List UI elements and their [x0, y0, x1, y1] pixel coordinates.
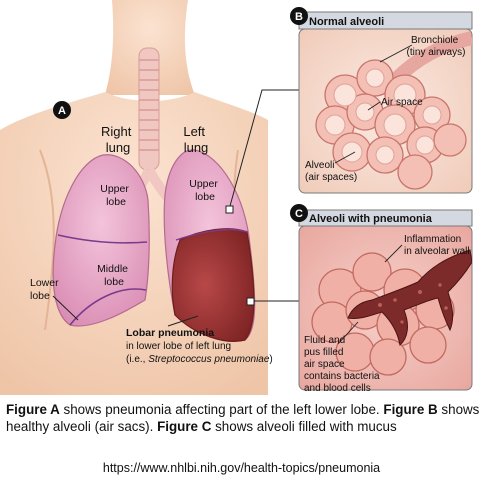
figure-a-badge-label: A [58, 105, 66, 117]
caption-fig-b-label: Figure B [383, 402, 438, 417]
figure-b-badge-label: B [295, 11, 303, 23]
right-lower-lobe-label: Lower lobe [30, 277, 62, 302]
figure-c-badge-label: C [295, 208, 303, 220]
fluid-pus-label: Fluid and pus filled air space contains … [304, 335, 382, 394]
left-upper-lobe-label: Upper lobe [189, 178, 221, 203]
normal-alveoli-title: Normal alveoli [309, 16, 384, 28]
right-lung-label: Right lung [101, 124, 135, 155]
bronchiole-label: Bronchiole (tiny airways) [407, 35, 466, 58]
figure-caption: Figure A shows pneumonia affecting part … [6, 402, 480, 435]
lobar-pneumonia-location: in lower lobe of left lung [126, 341, 231, 352]
inflammation-label: Inflammation in alveolar wall [404, 234, 470, 257]
pus-filled-airways [347, 249, 472, 346]
middle-lobe-label: Middle lobe [97, 263, 131, 288]
left-lung-label: Left lung [183, 124, 208, 155]
panel-connectors [225, 89, 299, 306]
caption-fig-a-text: shows pneumonia affecting part of the le… [59, 402, 380, 417]
lobar-pneumonia-title: Lobar pneumonia [126, 327, 214, 339]
air-space-label: Air space [381, 97, 423, 108]
figure-a-badge: A [53, 101, 71, 119]
source-url: https://www.nhlbi.nih.gov/health-topics/… [102, 461, 381, 475]
pneumonia-alveoli-panel: Alveoli with pneumonia C Inflammation in… [290, 204, 473, 394]
pneumonia-alveoli-title: Alveoli with pneumonia [309, 213, 433, 225]
right-upper-lobe-label: Upper lobe [100, 183, 132, 208]
lobar-pneumonia-organism: (i.e., Streptococcus pneumoniae) [126, 354, 273, 365]
caption-fig-b-text: shows healthy alveoli (air sacs). [6, 402, 480, 434]
normal-alveoli-panel: Normal alveoli B Bronchiole (tiny airway… [290, 7, 473, 194]
caption-fig-c-text: shows alveoli filled with mucus [211, 418, 397, 434]
caption-fig-a-label: Figure A [6, 402, 60, 417]
pneumonia-illustration: A Right lung Left lung Upper lobe Middle… [0, 0, 473, 395]
alveoli-label: Alveoli (air spaces) [305, 160, 357, 183]
right-lung [52, 154, 150, 327]
lobar-pneumonia-callout: Lobar pneumonia in lower lobe of left lu… [126, 315, 273, 365]
lower-lobe-callout: Lower lobe [30, 277, 79, 321]
caption-fig-c-label: Figure C [157, 418, 212, 434]
